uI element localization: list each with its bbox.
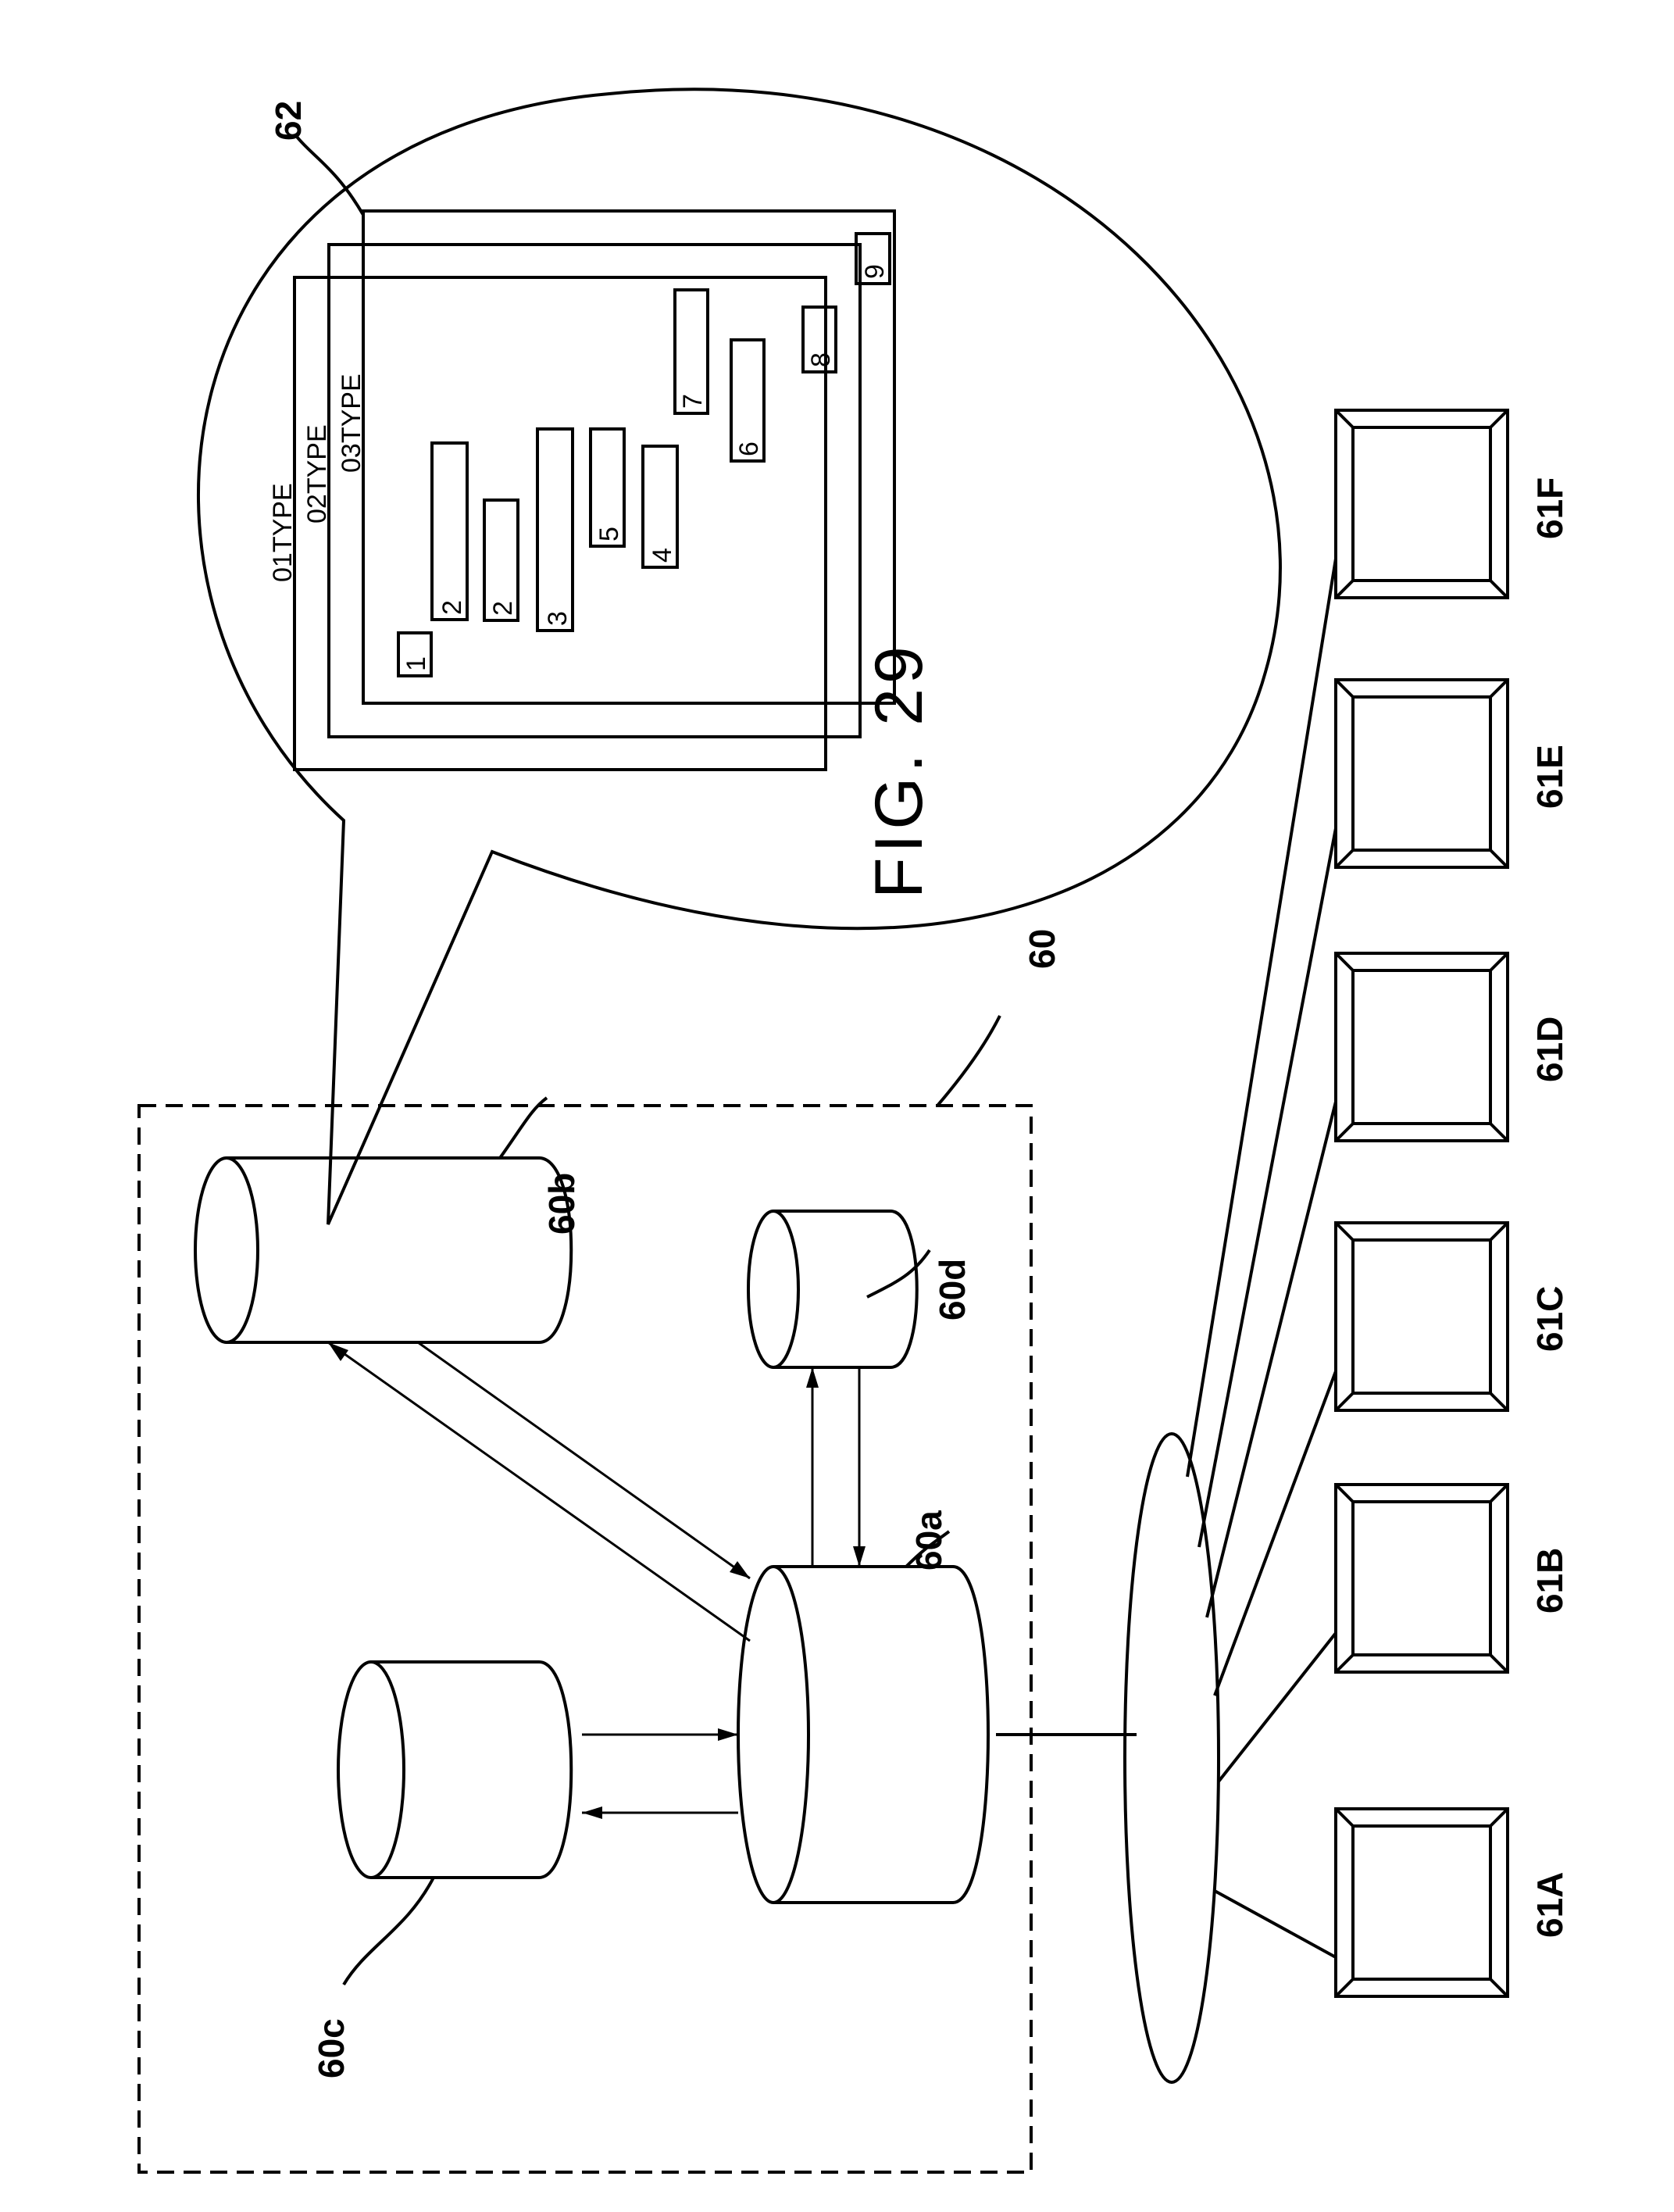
leader-60c bbox=[344, 1878, 434, 1985]
label-60c: 60c bbox=[311, 2018, 352, 2078]
schedule-bar-label: 5 bbox=[594, 527, 624, 541]
terminal-61c bbox=[1336, 1223, 1508, 1410]
cylinder-60b bbox=[195, 1158, 571, 1342]
leader-60 bbox=[937, 1016, 1000, 1106]
cylinder-60d bbox=[748, 1211, 917, 1367]
schedule-bar-label: 3 bbox=[543, 611, 573, 626]
terminal-group bbox=[1336, 410, 1508, 1996]
network-ellipse bbox=[1125, 1434, 1219, 2082]
schedule-bar-2 bbox=[432, 443, 467, 620]
schedule-bar-4 bbox=[537, 429, 573, 631]
sheet-03type bbox=[363, 211, 894, 703]
terminal-label: 61B bbox=[1529, 1548, 1570, 1613]
callout-bubble bbox=[198, 89, 1280, 1224]
schedule-bar-label: 2 bbox=[488, 601, 518, 616]
label-60d: 60d bbox=[932, 1259, 973, 1320]
cylinder-60a bbox=[738, 1567, 988, 1903]
sheet-label-03type: 03TYPE bbox=[337, 373, 366, 473]
terminal-label: 61E bbox=[1529, 745, 1570, 809]
terminal-61e bbox=[1336, 680, 1508, 867]
server-system-box bbox=[139, 1106, 1031, 2172]
schedule-bar-label: 1 bbox=[402, 656, 431, 671]
sheet-01type bbox=[294, 277, 826, 770]
arrows bbox=[328, 1342, 859, 1813]
terminal-label: 61C bbox=[1529, 1286, 1570, 1352]
terminal-61b bbox=[1336, 1485, 1508, 1672]
terminal-61d bbox=[1336, 953, 1508, 1141]
terminal-61f bbox=[1336, 410, 1508, 598]
label-60: 60 bbox=[1022, 929, 1062, 969]
bar-group bbox=[398, 234, 890, 676]
sheet-label-02type: 02TYPE bbox=[302, 424, 332, 524]
sheet-label-01type: 01TYPE bbox=[268, 483, 298, 582]
terminal-61a bbox=[1336, 1809, 1508, 1996]
terminal-label: 61D bbox=[1529, 1017, 1570, 1082]
figure-title: FIG. 29 bbox=[862, 641, 937, 899]
cylinder-60c bbox=[338, 1662, 571, 1878]
leader-60d bbox=[867, 1250, 930, 1297]
label-60a: 60a bbox=[908, 1510, 949, 1571]
label-62: 62 bbox=[268, 101, 309, 141]
arrowheads bbox=[328, 1342, 866, 1819]
terminal-label: 61F bbox=[1529, 477, 1570, 539]
schedule-bar-label: 9 bbox=[860, 264, 890, 279]
schedule-bar-label: 2 bbox=[437, 600, 467, 615]
terminal-label: 61A bbox=[1529, 1872, 1570, 1938]
terminal-links bbox=[1187, 559, 1336, 1957]
schedule-bar-label: 6 bbox=[734, 441, 764, 456]
schedule-bar-label: 8 bbox=[806, 352, 836, 367]
schedule-bar-label: 4 bbox=[648, 548, 677, 563]
label-60b: 60b bbox=[541, 1173, 582, 1235]
schedule-bar-label: 7 bbox=[678, 394, 708, 409]
